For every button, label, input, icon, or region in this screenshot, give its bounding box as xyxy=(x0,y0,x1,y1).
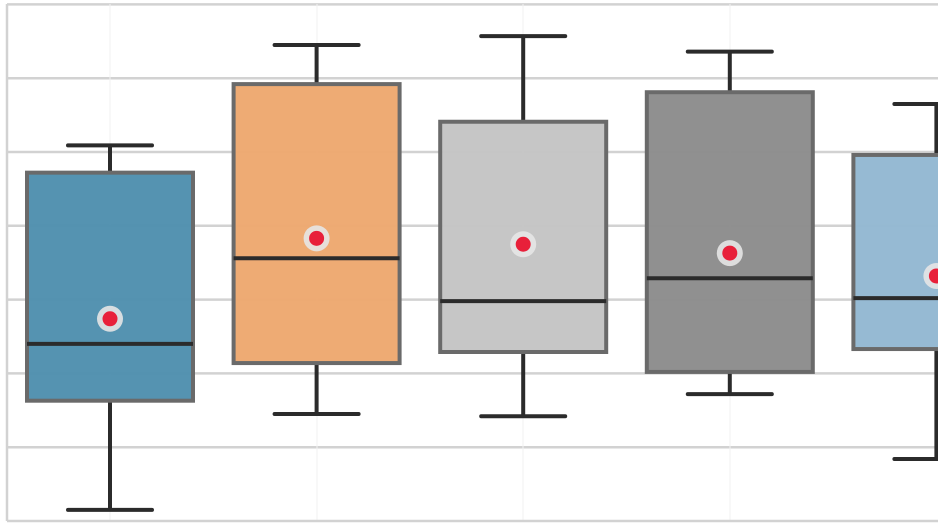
box-iqr xyxy=(644,90,815,374)
mean-marker xyxy=(515,236,531,252)
box-E xyxy=(851,102,938,462)
box-D xyxy=(644,49,815,397)
box-A xyxy=(25,143,195,512)
box-B xyxy=(231,42,402,416)
box-C xyxy=(438,34,609,419)
box-iqr xyxy=(851,152,938,352)
box-iqr xyxy=(25,170,195,403)
boxes xyxy=(25,34,938,512)
mean-marker xyxy=(102,311,118,327)
box-iqr xyxy=(231,82,402,366)
mean-marker xyxy=(722,245,738,261)
mean-marker xyxy=(928,268,938,284)
mean-marker xyxy=(309,230,325,246)
